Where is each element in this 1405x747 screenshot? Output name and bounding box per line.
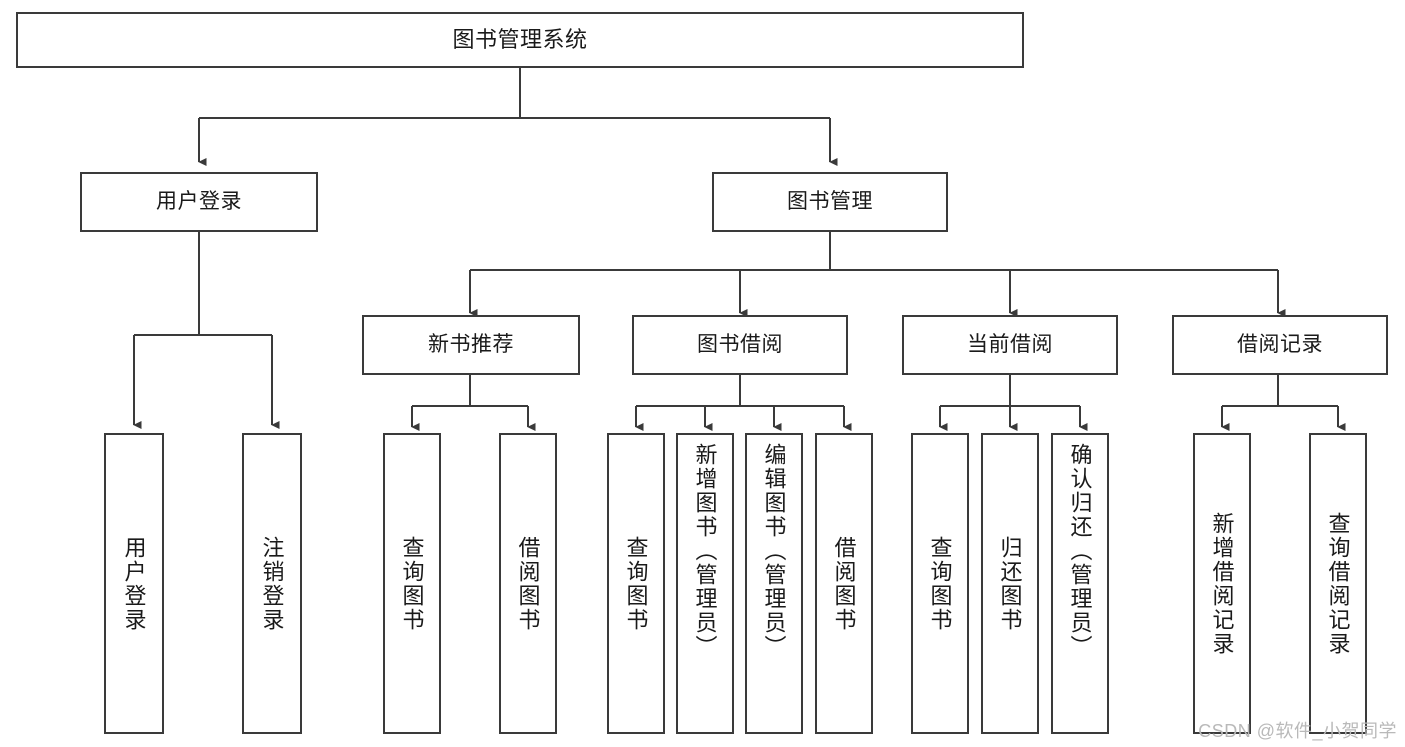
leaf-recommend-borrow-book[interactable]: 借阅图书 (499, 433, 557, 734)
leaf-record-query-record[interactable]: 查询借阅记录 (1309, 433, 1367, 734)
leaf-current-query-book[interactable]: 查询图书 (911, 433, 969, 734)
csdn-watermark: CSDN @软件_小贺同学 (1198, 721, 1397, 741)
node-label: 查询图书 (399, 535, 425, 632)
leaf-borrow-edit-book-admin[interactable]: 编辑图书（管理员） (745, 433, 803, 734)
node-label: 当前借阅 (967, 333, 1053, 357)
node-user-login[interactable]: 用户登录 (80, 172, 318, 232)
node-label: 查询图书 (927, 535, 953, 632)
leaf-record-add-record[interactable]: 新增借阅记录 (1193, 433, 1251, 734)
leaf-borrow-query-book[interactable]: 查询图书 (607, 433, 665, 734)
leaf-recommend-query-book[interactable]: 查询图书 (383, 433, 441, 734)
leaf-user-login-login[interactable]: 用户登录 (104, 433, 164, 734)
node-label: 注销登录 (259, 535, 285, 632)
node-label: 借阅图书 (831, 535, 857, 632)
leaf-current-confirm-return-admin[interactable]: 确认归还（管理员） (1051, 433, 1109, 734)
node-label: 用户登录 (156, 190, 242, 214)
node-label: 新书推荐 (428, 333, 514, 357)
node-label: 确认归还（管理员） (1067, 443, 1093, 659)
node-label: 新增图书（管理员） (692, 443, 718, 659)
node-new-book-recommend[interactable]: 新书推荐 (362, 315, 580, 375)
node-label: 图书管理系统 (452, 26, 588, 52)
node-label: 编辑图书（管理员） (761, 443, 787, 659)
leaf-borrow-add-book-admin[interactable]: 新增图书（管理员） (676, 433, 734, 734)
leaf-borrow-borrow-book[interactable]: 借阅图书 (815, 433, 873, 734)
node-root-system[interactable]: 图书管理系统 (16, 12, 1024, 68)
node-label: 新增借阅记录 (1209, 511, 1235, 656)
node-label: 用户登录 (121, 535, 147, 632)
leaf-user-login-logout[interactable]: 注销登录 (242, 433, 302, 734)
node-book-management[interactable]: 图书管理 (712, 172, 948, 232)
node-current-borrow[interactable]: 当前借阅 (902, 315, 1118, 375)
node-label: 借阅记录 (1237, 333, 1323, 357)
node-label: 归还图书 (997, 535, 1023, 632)
node-label: 图书管理 (787, 190, 873, 214)
node-label: 查询图书 (623, 535, 649, 632)
node-borrow-record[interactable]: 借阅记录 (1172, 315, 1388, 375)
node-label: 查询借阅记录 (1325, 511, 1351, 656)
node-label: 借阅图书 (515, 535, 541, 632)
node-label: 图书借阅 (697, 333, 783, 357)
leaf-current-return-book[interactable]: 归还图书 (981, 433, 1039, 734)
node-book-borrow[interactable]: 图书借阅 (632, 315, 848, 375)
